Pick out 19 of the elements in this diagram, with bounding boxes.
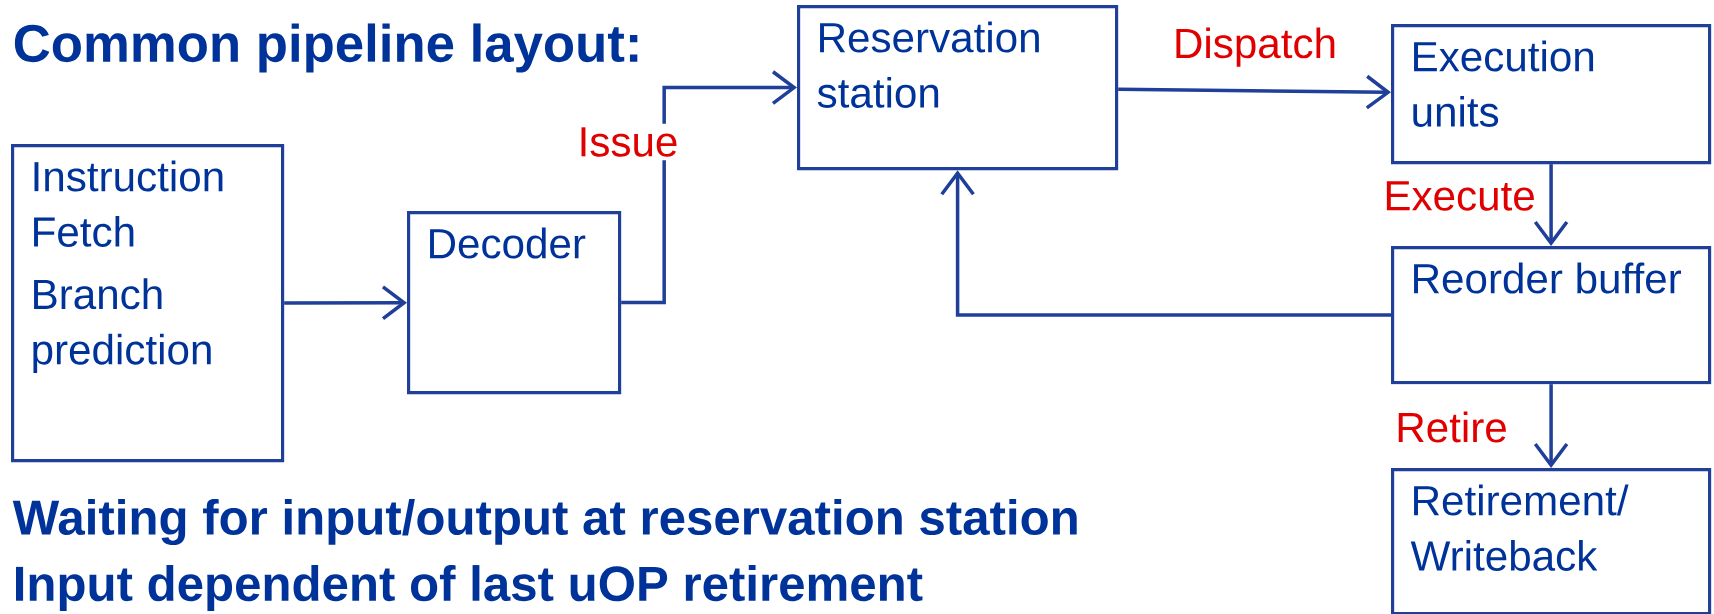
- note-text: Input dependent of last uOP retirement: [16, 565, 923, 611]
- edge-label: Execute: [1379, 177, 1540, 215]
- arrow: [1533, 164, 1569, 246]
- note-text: Waiting for input/output at reservation station: [12, 498, 1077, 546]
- process-box: Execution units: [1391, 24, 1712, 165]
- edge-label: Dispatch: [1169, 23, 1341, 71]
- process-box: Retirement/ Writeback: [1391, 468, 1712, 614]
- arrow: [940, 170, 1391, 317]
- arrow: [284, 285, 407, 320]
- edge-label: Issue: [574, 123, 682, 161]
- process-box: Reorder buffer: [1391, 246, 1712, 385]
- arrow: [621, 70, 797, 305]
- arrow: [1118, 74, 1391, 110]
- title: Common pipeline layout:: [14, 23, 638, 73]
- process-box: Decoder: [407, 211, 622, 395]
- process-box: Instruction Fetch Branch prediction: [11, 144, 285, 463]
- edge-label: Retire: [1391, 408, 1512, 446]
- process-box: Reservation station: [797, 5, 1119, 171]
- arrow: [1533, 384, 1569, 468]
